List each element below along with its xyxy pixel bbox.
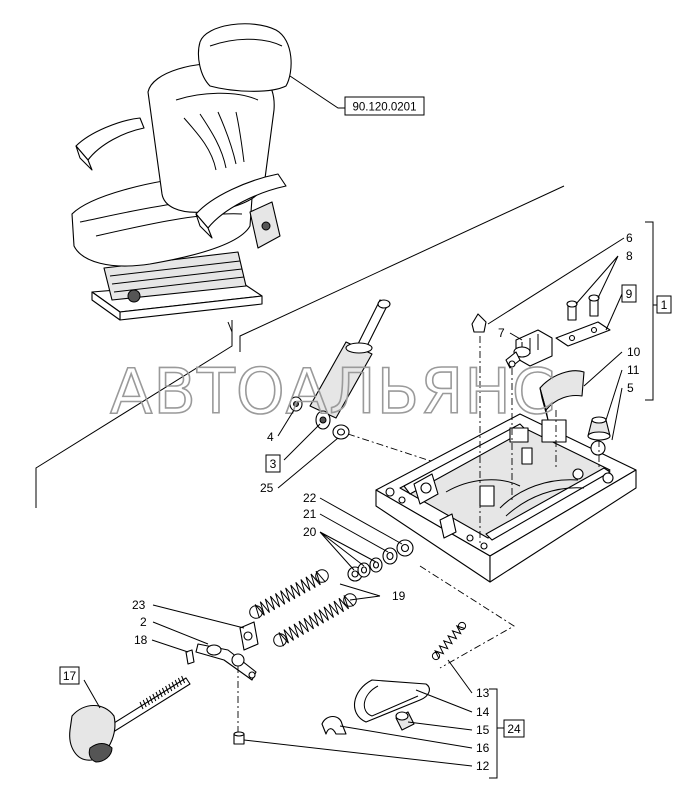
callout-25[interactable]: 25	[260, 481, 274, 495]
part-2-linkage	[195, 643, 257, 734]
reference-code-box[interactable]: 90.120.0201	[289, 75, 425, 116]
callout-21[interactable]: 21	[303, 507, 317, 521]
callout-18[interactable]: 18	[134, 633, 148, 647]
callout-2[interactable]: 2	[140, 615, 147, 629]
part-14-strap	[353, 679, 430, 723]
callout-11[interactable]: 11	[627, 363, 640, 377]
kit-1-bracket	[645, 221, 657, 401]
springs	[249, 569, 357, 647]
part-23-bracket	[239, 621, 259, 651]
reference-code-label: 90.120.0201	[353, 102, 417, 114]
guide-line-left	[35, 320, 233, 508]
part-10-cover	[539, 370, 585, 421]
part-8-bolts	[566, 294, 600, 321]
part-18-pin	[185, 649, 195, 665]
callout-1[interactable]: 1	[661, 298, 668, 312]
callout-14[interactable]: 14	[476, 705, 490, 719]
watermark-text: АВТОАЛЬЯНС	[110, 355, 556, 428]
guide-line-right	[239, 185, 565, 352]
callout-labels: 6 8 9 1 7 10 11 5 4 3 25 22 21 20 19 23 …	[59, 231, 672, 773]
callout-10[interactable]: 10	[627, 345, 641, 359]
part-15-spacer	[395, 711, 415, 731]
callout-17[interactable]: 17	[63, 669, 77, 683]
callout-8[interactable]: 8	[626, 249, 633, 263]
callout-12[interactable]: 12	[476, 759, 490, 773]
part-11-rubber-stop	[587, 416, 611, 441]
callout-13[interactable]: 13	[476, 686, 490, 700]
callout-15[interactable]: 15	[476, 723, 490, 737]
kit-24-bracket	[489, 688, 504, 779]
part-6-pin	[471, 313, 487, 333]
callout-23[interactable]: 23	[132, 598, 146, 612]
callout-3[interactable]: 3	[270, 457, 277, 471]
callout-16[interactable]: 16	[476, 741, 490, 755]
callout-22[interactable]: 22	[303, 491, 317, 505]
callout-24[interactable]: 24	[507, 722, 521, 736]
part-12-bolt	[233, 731, 245, 745]
callout-4[interactable]: 4	[267, 430, 274, 444]
callout-5[interactable]: 5	[627, 381, 634, 395]
callout-20[interactable]: 20	[303, 525, 317, 539]
part-13-spring	[431, 621, 467, 661]
seat-assembly	[71, 23, 292, 321]
seat-frame	[375, 413, 637, 583]
leader-lines	[83, 237, 625, 767]
washer-set	[347, 539, 414, 582]
part-4-pin	[289, 396, 303, 412]
part-25-bushing	[332, 424, 350, 440]
part-9-plate	[555, 321, 611, 347]
callout-6[interactable]: 6	[626, 231, 633, 245]
part-7-bracket	[505, 329, 553, 369]
shock-absorber	[309, 299, 391, 430]
callout-9[interactable]: 9	[626, 287, 633, 301]
callout-19[interactable]: 19	[392, 589, 406, 603]
part-17-handle	[69, 675, 191, 763]
part-16-clip	[321, 715, 347, 735]
callout-7[interactable]: 7	[498, 326, 505, 340]
